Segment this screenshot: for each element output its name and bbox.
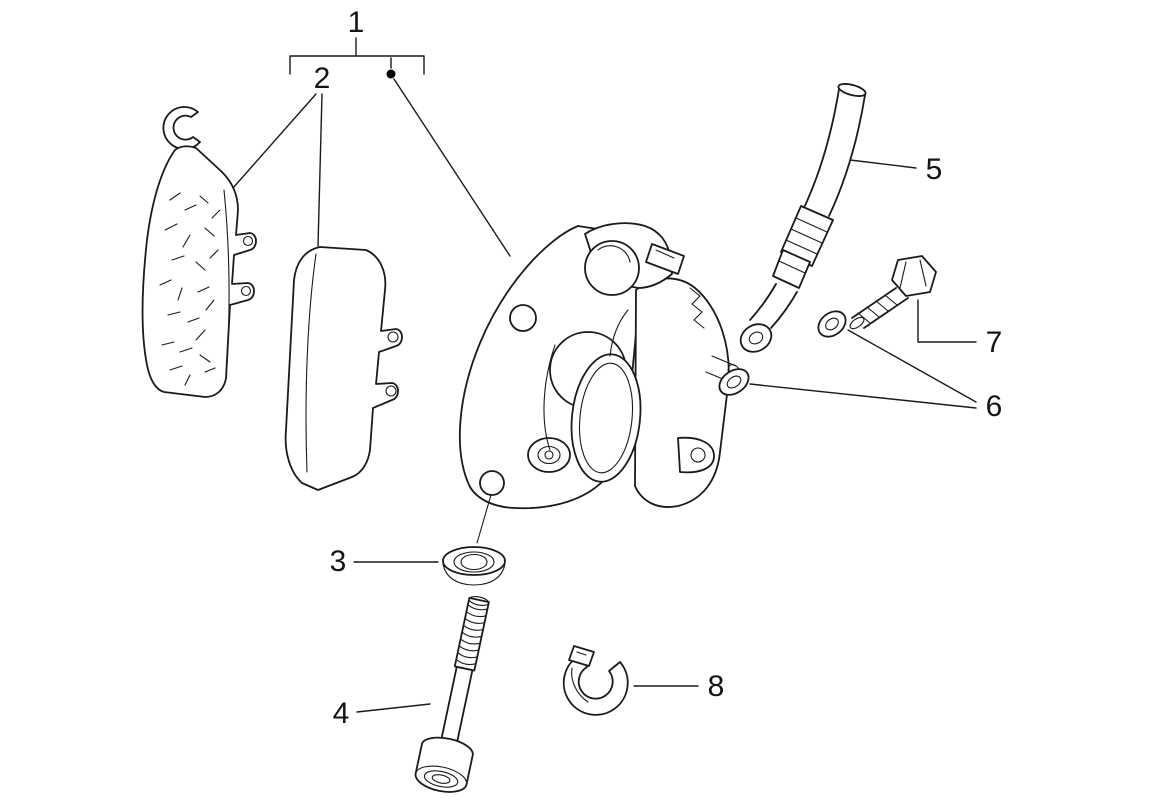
flat-washer: [442, 546, 506, 586]
pad-retaining-clip: [562, 645, 629, 716]
sealing-washer-outer: [817, 310, 847, 338]
brake-pad-outer: [141, 106, 257, 398]
callout-label-4: 4: [333, 697, 350, 730]
callout-label-1: 1: [348, 6, 365, 39]
sealing-washer-inner: [718, 368, 750, 396]
brake-caliper-body: [458, 222, 743, 544]
brake-hose: [739, 83, 867, 353]
callout-lines: [232, 37, 977, 713]
mounting-bolt: [414, 596, 490, 793]
banjo-bolt: [849, 255, 937, 330]
bolt-threads: [455, 604, 489, 666]
callout-labels: 1 2 3 4 5 6 7 8: [314, 6, 1003, 730]
brake-pad-inner: [284, 246, 403, 491]
callout-label-8: 8: [708, 670, 725, 703]
callout-label-7: 7: [986, 326, 1003, 359]
callout-label-2: 2: [314, 62, 331, 95]
callout-label-3: 3: [330, 545, 347, 578]
pad-hatch-texture: [159, 192, 221, 386]
bracket-dot: [386, 69, 396, 79]
callout-label-6: 6: [986, 390, 1003, 423]
callout-label-5: 5: [926, 153, 943, 186]
